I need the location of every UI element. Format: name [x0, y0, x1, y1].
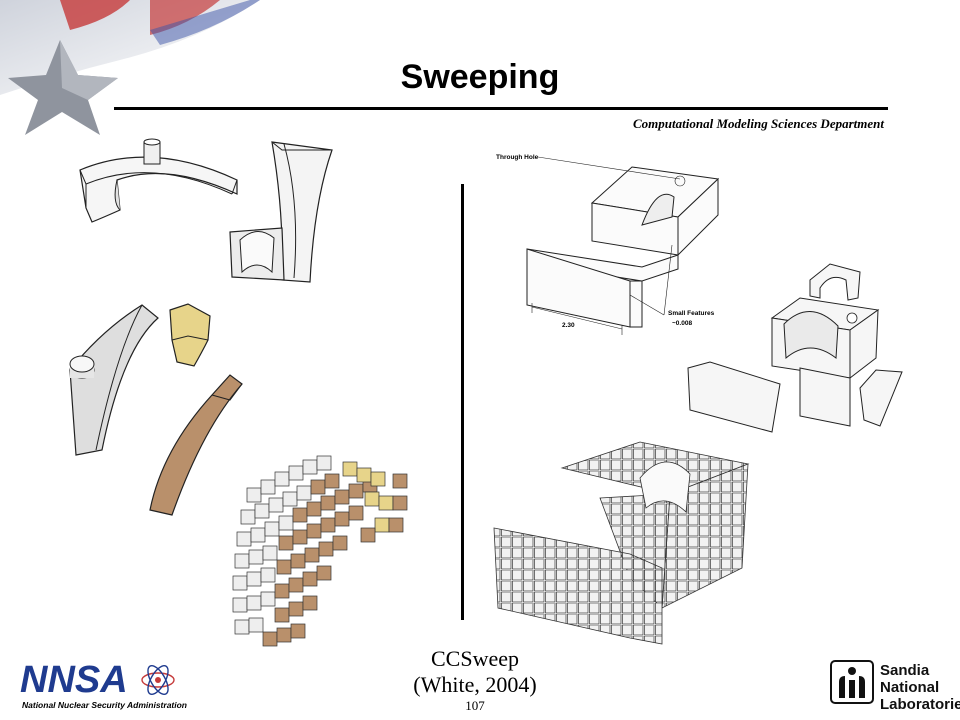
gray-curved-piece [69, 304, 159, 456]
slide-title: Sweeping [400, 58, 560, 96]
title-rule [114, 107, 888, 110]
figure-caption: CCSweep (White, 2004) [390, 646, 560, 698]
nnsa-full-name: National Nuclear Security Administration [22, 700, 187, 710]
curved-part-figure [79, 138, 238, 223]
sandia-line-2: National [880, 679, 940, 696]
caption-title: CCSweep [431, 646, 519, 671]
flag-star-graphic [0, 0, 260, 135]
swept-mesh-right [493, 441, 750, 645]
yellow-piece [169, 303, 211, 367]
sandia-logo-icon [830, 660, 874, 704]
nnsa-letters: NNSA [20, 660, 128, 700]
caption-citation: (White, 2004) [413, 672, 537, 697]
sandia-line-3: Laboratories [880, 696, 960, 713]
through-hole-label: Through Hole [496, 154, 539, 161]
vertical-divider [461, 184, 464, 620]
small-features-label: Small Features [668, 310, 715, 317]
sandia-wordmark: Sandia National Laboratories [880, 662, 960, 713]
department-label: Computational Modeling Sciences Departme… [633, 116, 884, 131]
curved-channel [271, 141, 333, 283]
page-number: 107 [465, 698, 485, 713]
nnsa-logo: NNSA [20, 660, 175, 700]
dimensioned-part-drawing: Through Hole 2.30 Small Features ~0.008 [496, 154, 720, 335]
decomposed-pieces [687, 263, 903, 433]
sandia-line-1: Sandia [880, 662, 930, 679]
dimension-label: 2.30 [562, 322, 575, 329]
swept-mesh-left [232, 455, 408, 647]
small-features-value: ~0.008 [672, 320, 692, 327]
